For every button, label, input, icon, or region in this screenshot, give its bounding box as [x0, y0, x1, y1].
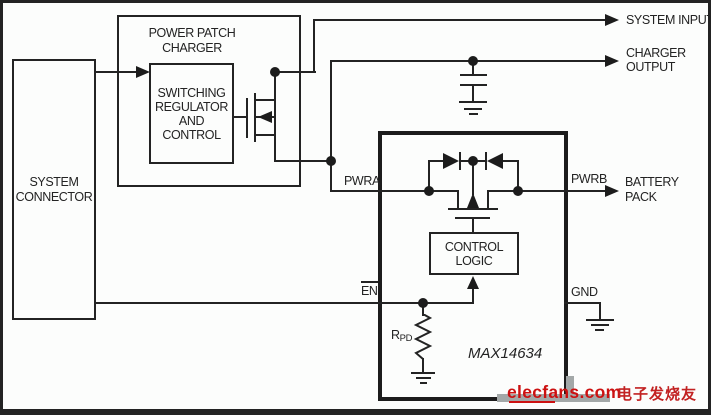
- ground-icon: [420, 382, 427, 384]
- capacitor-icon: [460, 74, 487, 76]
- wire-segment: [472, 219, 474, 233]
- max14634-block: [378, 131, 568, 401]
- resistor-icon: [413, 314, 433, 360]
- wire-segment: [255, 134, 276, 136]
- ground-icon: [595, 329, 604, 331]
- arrowhead-icon: [605, 55, 619, 67]
- watermark-grey-bar: [566, 376, 574, 395]
- frame-bottom: [0, 409, 711, 415]
- arrowhead-icon: [136, 66, 150, 78]
- pin-label-pwra: PWRA: [344, 174, 380, 188]
- wire-segment: [275, 71, 316, 73]
- junction-dot: [468, 156, 478, 166]
- diode-cathode-bar: [485, 152, 487, 170]
- wire-segment: [503, 160, 519, 162]
- power-patch-charger-label: POWER PATCH CHARGER: [148, 26, 236, 55]
- ground-icon: [411, 372, 435, 374]
- junction-dot: [424, 186, 434, 196]
- switching-regulator-label: SWITCHING REGULATOR AND CONTROL: [154, 85, 229, 142]
- watermark-cn-text: 电子发烧友: [617, 385, 698, 403]
- wire-segment: [422, 358, 424, 373]
- wire-segment: [457, 190, 459, 210]
- mosfet-channel: [254, 93, 256, 142]
- junction-dot: [513, 186, 523, 196]
- wire-segment: [472, 288, 474, 304]
- resistor-label-rpd: RPD: [391, 328, 413, 344]
- wire-pwrb: [518, 190, 606, 192]
- ground-icon: [459, 101, 487, 103]
- frame-right: [708, 0, 711, 415]
- frame-left: [0, 0, 3, 415]
- ground-icon: [464, 108, 482, 110]
- wire-segment: [472, 161, 474, 195]
- wire-segment: [255, 99, 276, 101]
- wire-segment: [275, 160, 333, 162]
- junction-dot: [326, 156, 336, 166]
- wire-segment: [472, 85, 474, 102]
- wire-segment: [422, 303, 424, 316]
- wire-pwra: [331, 190, 430, 192]
- junction-dot: [468, 56, 478, 66]
- chip-name-label: MAX14634: [468, 345, 543, 362]
- wire-segment: [517, 160, 519, 192]
- control-logic-label: CONTROL LOGIC: [444, 239, 504, 268]
- wire-system-input: [313, 19, 606, 21]
- pin-label-en: EN: [361, 281, 378, 298]
- system-connector-label: SYSTEM CONNECTOR: [15, 174, 93, 204]
- arrowhead-icon: [467, 276, 479, 289]
- wire-segment: [488, 190, 519, 192]
- pin-label-gnd: GND: [571, 285, 598, 299]
- wire-segment: [429, 190, 459, 192]
- arrowhead-icon: [605, 185, 619, 197]
- diode-cathode-bar: [459, 152, 461, 170]
- wire-en: [96, 302, 474, 304]
- ground-icon: [416, 377, 431, 379]
- wire-segment: [233, 116, 248, 118]
- frame-top: [0, 0, 711, 3]
- capacitor-icon: [460, 84, 487, 86]
- wire-segment: [428, 160, 430, 192]
- ground-icon: [591, 324, 609, 326]
- mosfet-gate-line: [246, 98, 248, 138]
- wire-segment: [313, 19, 315, 73]
- switching-regulator-block: SWITCHING REGULATOR AND CONTROL: [149, 63, 234, 164]
- system-connector-block: SYSTEM CONNECTOR: [12, 59, 96, 320]
- port-label-battery-pack: BATTERY PACK: [625, 175, 679, 204]
- wire-gnd: [564, 302, 601, 304]
- ground-icon: [586, 319, 614, 321]
- mosfet-body-arrow-icon: [258, 111, 272, 123]
- junction-dot: [270, 67, 280, 77]
- pin-label-pwrb: PWRB: [571, 172, 607, 186]
- diode-icon: [443, 153, 459, 169]
- ground-icon: [469, 113, 478, 115]
- wire-segment: [599, 302, 601, 320]
- wire-segment: [96, 71, 138, 73]
- wire-segment: [461, 160, 474, 162]
- watermark-grey-bar: [497, 394, 610, 402]
- mosfet-channel: [448, 208, 498, 210]
- junction-dot: [418, 298, 428, 308]
- wire-segment: [472, 61, 474, 76]
- watermark-site: elecfans.com: [507, 382, 622, 402]
- arrowhead-icon: [605, 14, 619, 26]
- port-label-charger-output: CHARGER OUTPUT: [626, 46, 686, 74]
- port-label-system-input: SYSTEM INPUT: [626, 13, 711, 27]
- diode-icon: [487, 153, 503, 169]
- watermark-underline: [509, 401, 555, 403]
- wire-segment: [429, 160, 445, 162]
- mosfet-body-arrow-icon: [467, 193, 479, 208]
- wire-segment: [473, 160, 486, 162]
- mosfet-gate-bar: [455, 217, 490, 219]
- wire-segment: [274, 71, 276, 162]
- wire-segment: [330, 60, 332, 192]
- control-logic-block: CONTROL LOGIC: [429, 232, 519, 275]
- wire-segment: [487, 190, 489, 210]
